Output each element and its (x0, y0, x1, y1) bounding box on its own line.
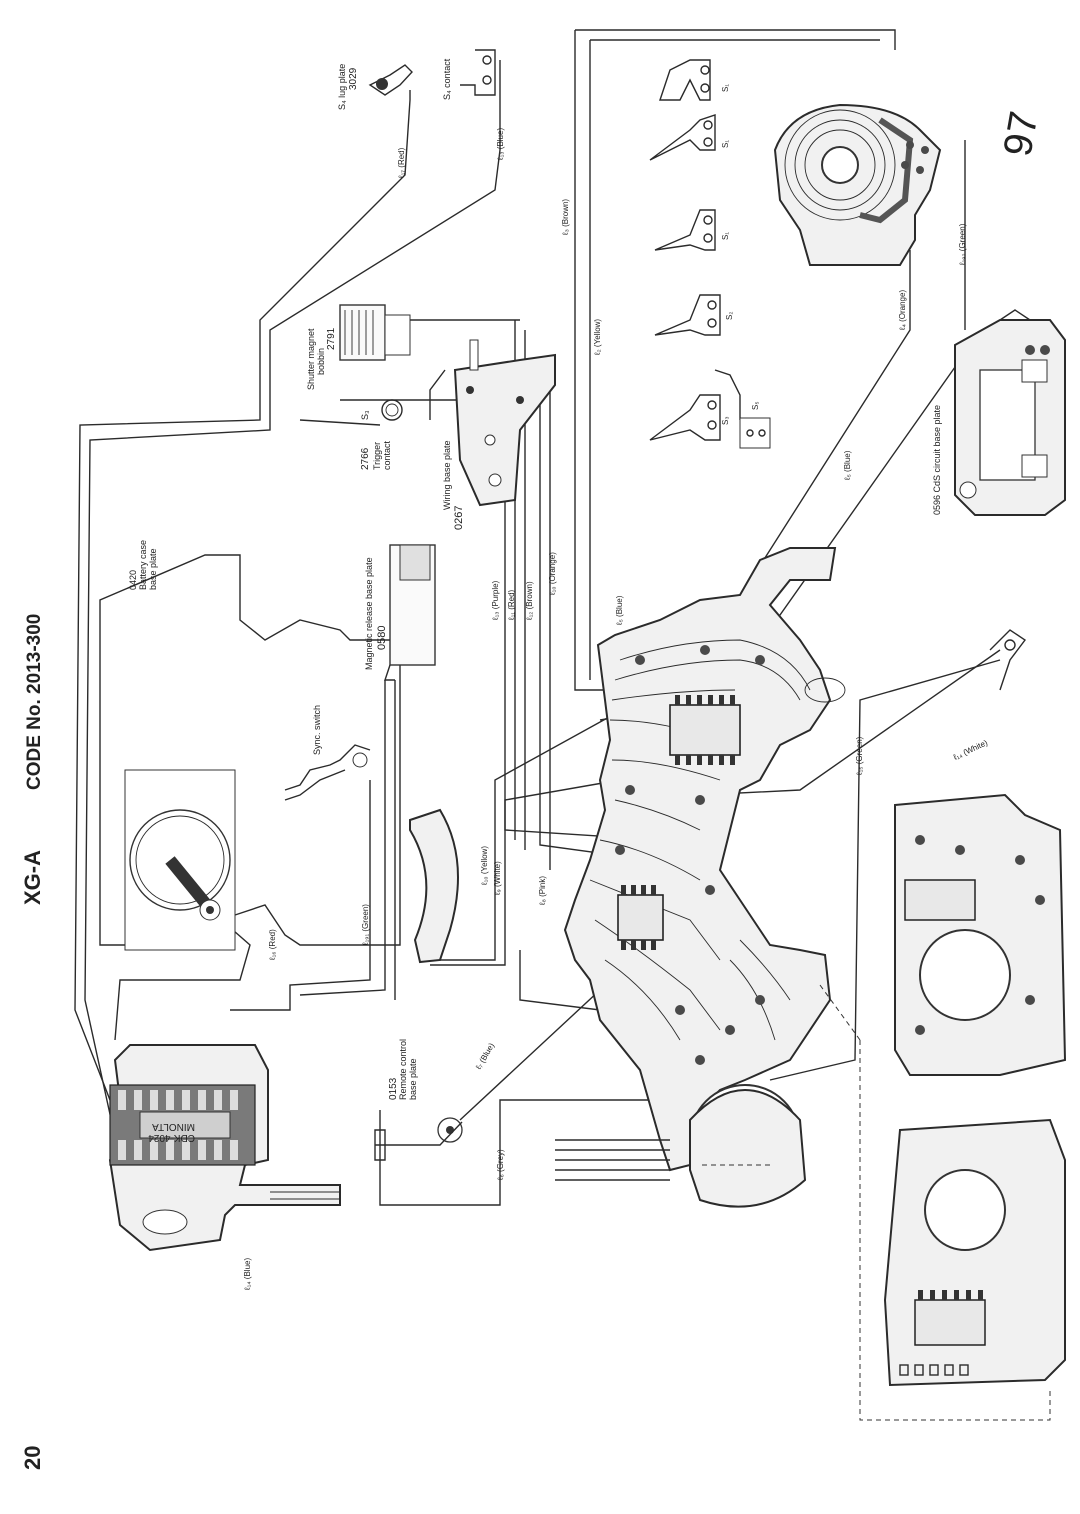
s4-lug-plate: S₄ lug plate 3029 (337, 64, 413, 110)
sync-switch: Sync. switch (284, 705, 371, 801)
wire-label-l11-red: ℓ₁₁ (Red) (507, 589, 516, 621)
cds-plate-text: 0596 CdS circuit base plate (932, 405, 942, 515)
remote-control-base-plate: 0153 Remote control base plate (374, 1039, 463, 1161)
switch-label-1: S₁ (721, 84, 730, 92)
remote-no-text: 0153 (388, 1077, 399, 1100)
wire-label-l6-grey: ℓ₆ (Grey) (496, 1149, 505, 1181)
remote-base-plate-text: base plate (408, 1058, 418, 1100)
trigger-text: Trigger (372, 442, 382, 470)
asa-dial-board (773, 103, 942, 266)
wire-label-l4-orange: ℓ₄ (Orange) (898, 290, 907, 331)
wire-label-l10-yellow: ℓ₁₀ (Yellow) (480, 846, 489, 886)
shutter-magnet-text: Shutter magnet (306, 328, 316, 390)
right-board-lower (883, 1118, 1066, 1387)
switch-label-3: S₁ (721, 232, 730, 240)
bobbin-text: bobbin (316, 348, 326, 375)
trigger-contact-text: contact (382, 440, 392, 470)
wire-label-l191-green: ℓ₁₉₁ (Green) (361, 904, 370, 946)
wire-label-l10-orange: ℓ₁₀ (Orange) (548, 552, 557, 596)
page-number: 20 (20, 1446, 45, 1470)
wire-label-l12-brown: ℓ₁₂ (Brown) (525, 581, 534, 621)
wire-labels: ℓ₁₇ (Red) ℓ₁₃ (Blue) ℓ₃ (Brown) ℓ₂ (Yell… (243, 128, 989, 1291)
wire-label-l5-blue-upper: ℓ₅ (Blue) (843, 450, 852, 481)
wire-label-l13-purple: ℓ₁₃ (Purple) (491, 580, 500, 621)
magnetic-release-base-plate: Magnetic release base plate 0580 (364, 544, 436, 681)
switch-label-4: S₂ (725, 312, 734, 320)
wire-label-l13-blue: ℓ₁₃ (Blue) (496, 128, 505, 161)
battery-no-text: 0420 (128, 570, 138, 590)
small-lever (989, 629, 1027, 691)
left-ic-board: CDK-4024 MINOLTA (108, 1044, 341, 1252)
switch-contacts: S₁ S₁ S₁ S₂ S₃ S₅ (649, 59, 771, 449)
wire-label-l17-red: ℓ₁₇ (Red) (397, 147, 406, 179)
wire-label-l14-blue: ℓ₁₄ (Blue) (243, 1258, 252, 1291)
wire-label-l9-white: ℓ₉ (White) (493, 861, 502, 896)
chip-label-line2: MINOLTA (152, 1121, 195, 1132)
wire-label-l3-brown: ℓ₃ (Brown) (561, 199, 570, 236)
curved-flex-strip (409, 808, 459, 964)
trigger-no-text: 2766 (360, 447, 371, 470)
battery-case-text: Battery case (138, 540, 148, 590)
battery-base-plate-text: base plate (148, 548, 158, 590)
s4-lug-plate-text: S₄ lug plate (337, 64, 347, 110)
handwritten-mark: 97 (996, 108, 1047, 159)
s4-lug-plate-no-text: 3029 (348, 67, 359, 90)
wire-label-l15-green: ℓ₁₅ (Green) (855, 736, 864, 776)
code-number: CODE No. 2013-300 (24, 614, 45, 790)
magnetic-release-no-text: 0580 (376, 626, 388, 650)
trigger-contact: S₃ 2766 Trigger contact (299, 399, 403, 470)
sync-switch-text: Sync. switch (312, 705, 322, 755)
wire-label-l192-green: ℓ₁₉₂ (Green) (958, 223, 967, 266)
main-flex-board (555, 547, 846, 1208)
wire-label-l14-white: ℓ₁₄ (White) (951, 738, 989, 762)
chip-label-line1: CDK-4024 (148, 1132, 195, 1143)
board-outline-dashed (700, 984, 1051, 1421)
wire-label-l16-red: ℓ₁₆ (Red) (268, 929, 277, 961)
wire-label-l8-pink: ℓ₈ (Pink) (538, 876, 547, 906)
s3-label-trigger: S₃ (360, 410, 370, 420)
cds-circuit-base-plate: 0596 CdS circuit base plate (932, 309, 1066, 516)
model-name: XG-A (20, 850, 45, 905)
wire-label-l2-yellow: ℓ₂ (Yellow) (593, 319, 602, 356)
s4-contact-text: S₄ contact (442, 58, 452, 100)
wiring-base-plate: Wiring base plate 0267 (442, 339, 556, 530)
wiring-base-plate-text: Wiring base plate (442, 440, 452, 510)
battery-case-base-plate: 0420 Battery case base plate (99, 540, 401, 951)
shutter-magnet-no-text: 2791 (326, 327, 337, 350)
switch-label-5: S₃ (721, 416, 730, 425)
wiring-base-plate-no-text: 0267 (453, 506, 465, 530)
shutter-magnet-bobbin: Shutter magnet bobbin 2791 (306, 304, 411, 390)
wire-label-l7-blue: ℓ₇ (Blue) (473, 1041, 496, 1072)
right-board-upper (894, 793, 1067, 1076)
magnetic-release-text: Magnetic release base plate (364, 557, 374, 670)
s4-contact: S₄ contact (442, 49, 496, 100)
remote-control-text: Remote control (398, 1039, 408, 1100)
switch-label-6: S₅ (751, 401, 760, 410)
wire-label-l5-blue-lower: ℓ₅ (Blue) (615, 595, 624, 626)
switch-label-2: S₁ (721, 140, 730, 148)
